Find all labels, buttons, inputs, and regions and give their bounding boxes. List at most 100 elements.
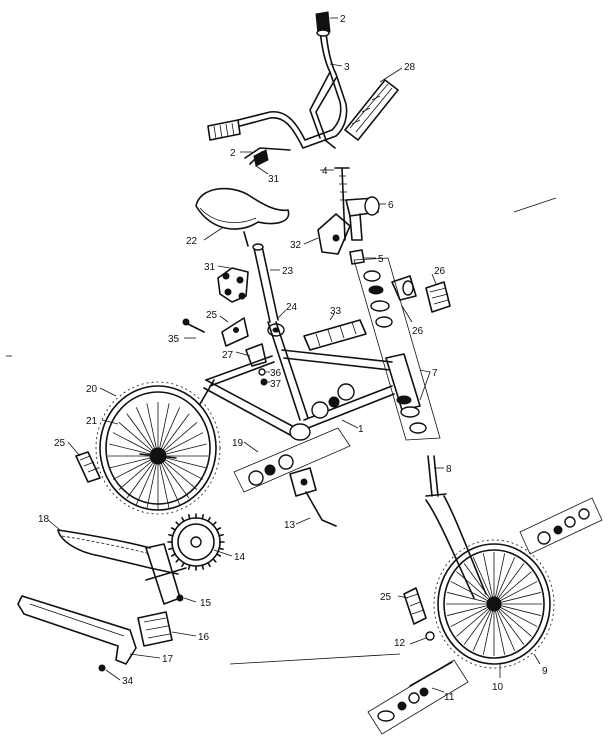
leader-lines [47,17,541,693]
chainring-tooth [168,547,174,551]
callout-2-left-grip: 2 [230,148,236,159]
handlebar-grip-top [315,11,331,37]
chainring-tooth [212,521,217,526]
callout-26-clamp: 26 [412,326,424,337]
front-axle-parts-lower [367,659,469,735]
top-tube-pad [303,319,367,351]
callout-17-chain-guard: 17 [162,654,174,665]
spoke [472,556,495,605]
chainring-tooth [181,516,185,523]
spoke [135,455,159,505]
spoke [157,403,170,457]
spoke [447,592,495,605]
spoke [157,455,190,499]
spoke [463,603,495,645]
spoke [493,553,506,605]
seat-post [252,243,279,323]
spoke [493,571,532,605]
reflector-26 [425,281,451,313]
callout-16-pedal: 16 [198,632,210,643]
callout-24-binder: 24 [286,302,298,313]
spoke [493,603,516,652]
callout-14-chainring: 14 [234,552,246,563]
handlebar-pad [344,79,399,141]
spoke [157,422,198,457]
chainring-tooth [170,527,177,531]
brake-bracket [221,317,249,347]
front-fork [425,455,487,599]
callout-2-top-grip: 2 [340,14,346,25]
spoke [135,407,159,457]
callout-3-handlebar: 3 [344,62,350,73]
spoke [157,455,181,505]
seat-clamp [217,267,249,303]
brake-lever-top [244,147,291,167]
callout-28-pad: 28 [404,62,416,73]
callout-6-stem: 6 [388,200,394,211]
handlebar-stem [345,196,380,241]
spoke [146,455,159,509]
callout-37-nut: 37 [270,379,282,390]
spoke [493,603,525,645]
handlebar [237,29,348,149]
spoke [493,603,506,655]
bolt-35 [182,318,205,333]
callout-21-rear-wheel: 21 [86,416,98,427]
handlebar-grip-left [207,119,241,141]
reflector-clamp-26 [391,275,417,301]
front-wheel [433,539,555,669]
spoke [450,581,495,605]
callout-4-stem-bolt: 4 [322,166,328,177]
callout-8-fork: 8 [446,464,452,475]
callout-labels: 2 3 28 2 31 4 6 22 32 5 31 23 26 26 24 3… [38,14,548,703]
pedal [137,611,173,647]
stem-wedge [349,249,365,265]
front-reflector [317,213,351,255]
front-axle-parts-upper [519,497,603,555]
callout-34-bolt: 34 [122,676,134,687]
chain [57,529,179,575]
spoke [126,455,159,499]
callout-9-front-tire: 9 [542,666,548,677]
callout-36-washer: 36 [270,368,282,379]
spoke [447,603,495,616]
chainring-tooth [187,514,191,520]
chainring-tooth [207,516,211,523]
front-wheel-spokes [446,552,542,656]
callout-15-crank: 15 [200,598,212,609]
rear-reflector [75,451,101,483]
spoke [493,603,541,616]
callout-25-bracket: 25 [206,310,218,321]
spoke [118,422,159,457]
chainring-tooth [175,558,180,563]
chainring-tooth [218,533,224,537]
chain-guard [17,595,137,665]
spoke [157,407,181,457]
spoke [493,592,541,605]
axle-nut [425,631,435,641]
spoke [463,563,495,605]
chainring-tooth [187,564,191,570]
spoke [157,413,190,457]
spoke [126,413,159,457]
spoke [146,403,159,457]
chainring [167,513,225,571]
callout-31-brake-lever: 31 [268,174,280,185]
bolt-34 [98,664,106,672]
chainring-tooth [215,553,222,557]
chainring-tooth [201,564,205,570]
chainring-teeth [167,513,225,571]
callout-27-caliper: 27 [222,350,234,361]
crank-arm [145,543,187,605]
callout-25-fork-reflector: 25 [380,592,392,603]
spoke [482,553,495,605]
callout-20-rear-tire: 20 [86,384,98,395]
caliper-27 [245,343,267,367]
callout-5-wedge: 5 [378,254,384,265]
callout-12-axle-nut: 12 [394,638,406,649]
callout-22-saddle: 22 [186,236,198,247]
page-marks [6,197,557,665]
spoke [157,455,170,509]
callout-11-axle-parts: 11 [444,692,455,703]
callout-32-reflector: 32 [290,240,302,251]
